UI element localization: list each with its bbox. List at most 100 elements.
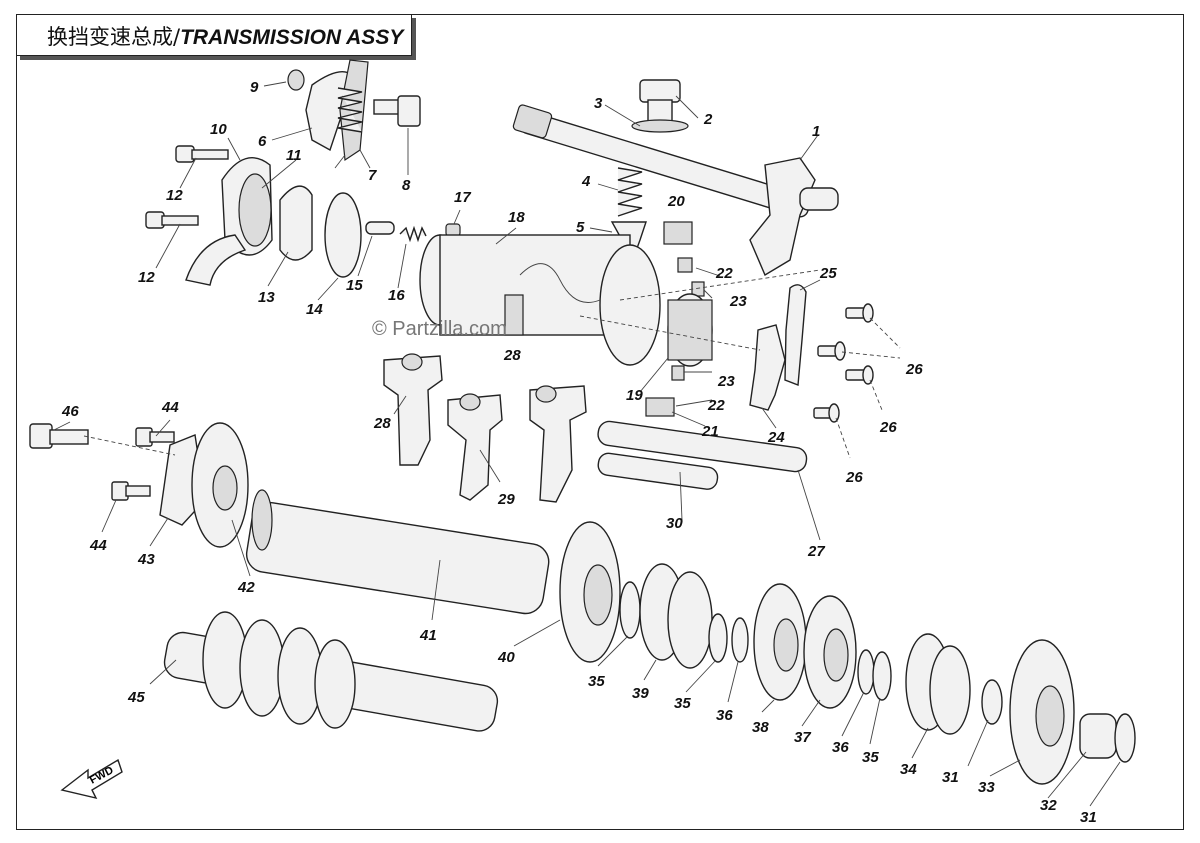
shift-arm-part[interactable] — [305, 59, 369, 169]
callout-15: 15 — [346, 277, 363, 294]
pivot-bolt-part[interactable] — [631, 79, 689, 133]
washer-9-part[interactable] — [287, 69, 305, 91]
callout-17: 17 — [454, 189, 471, 206]
callout-31b: 31 — [1080, 809, 1097, 826]
shift-fork-29-part[interactable] — [447, 393, 503, 501]
callout-28b: 28 — [503, 347, 521, 364]
callout-2: 2 — [703, 111, 713, 128]
callout-1: 1 — [812, 123, 820, 140]
sprocket-42-part[interactable] — [191, 422, 249, 548]
bolt-44a-part[interactable] — [135, 427, 175, 447]
callout-44a: 44 — [161, 399, 179, 416]
bushing-32-part[interactable] — [1079, 713, 1117, 759]
gear-40-part[interactable] — [559, 521, 621, 663]
callout-42: 42 — [237, 579, 255, 596]
title-chinese: 换挡变速总成/ — [47, 25, 181, 49]
callout-41: 41 — [419, 627, 437, 644]
circlip-35b-part[interactable] — [708, 613, 728, 663]
callout-45: 45 — [127, 689, 145, 706]
bolt-44b-part[interactable] — [111, 481, 151, 501]
gear-37-part[interactable] — [803, 595, 857, 709]
callout-26a: 26 — [905, 361, 923, 378]
bolt-12b-part[interactable] — [145, 211, 199, 229]
circlip-35c-part[interactable] — [872, 651, 892, 701]
screw-26a-part[interactable] — [845, 303, 874, 323]
washer-36a-part[interactable] — [731, 617, 749, 663]
callout-21: 21 — [701, 423, 719, 440]
spring-23b-part[interactable] — [671, 365, 685, 381]
callout-35b: 35 — [674, 695, 691, 712]
gear-39-part[interactable] — [639, 563, 713, 669]
callout-12b: 12 — [138, 269, 155, 286]
callout-36a: 36 — [716, 707, 733, 724]
callout-35c: 35 — [862, 749, 879, 766]
shift-fork-28a-part[interactable] — [383, 353, 443, 466]
callout-44b: 44 — [89, 537, 107, 554]
screw-26d-part[interactable] — [813, 403, 840, 423]
callout-23a: 23 — [729, 293, 747, 310]
callout-10: 10 — [210, 121, 227, 138]
gear-33-part[interactable] — [1009, 639, 1075, 785]
bolt-46-part[interactable] — [29, 423, 89, 449]
title-english: TRANSMISSION ASSY — [180, 26, 404, 49]
callout-27: 27 — [807, 543, 825, 560]
callout-38: 38 — [752, 719, 769, 736]
callout-26b: 26 — [879, 419, 897, 436]
fork-shaft-27-part[interactable] — [597, 420, 808, 473]
callout-46: 46 — [61, 403, 79, 420]
pin-15-part[interactable] — [365, 221, 395, 235]
washer-14-part[interactable] — [324, 192, 362, 278]
callout-40: 40 — [497, 649, 515, 666]
gear-38-part[interactable] — [753, 583, 807, 701]
callout-29: 29 — [497, 491, 515, 508]
callout-8: 8 — [402, 177, 411, 194]
countershaft-41-part[interactable] — [244, 489, 551, 616]
screw-26b-part[interactable] — [817, 341, 846, 361]
pin-22b-part[interactable] — [645, 397, 675, 417]
callout-25: 25 — [819, 265, 837, 282]
watermark: © Partzilla.com — [372, 318, 507, 340]
fwd-arrow-icon: FWD — [60, 758, 123, 800]
return-spring-part[interactable] — [337, 87, 363, 133]
page-title: 换挡变速总成/TRANSMISSION ASSY — [47, 21, 403, 51]
shift-shaft-part[interactable] — [512, 104, 839, 277]
callout-37: 37 — [794, 729, 811, 746]
callout-39: 39 — [632, 685, 649, 702]
callout-11: 11 — [286, 147, 302, 164]
washer-36b-part[interactable] — [857, 649, 875, 695]
pin-22a-part[interactable] — [677, 257, 693, 273]
callout-12a: 12 — [166, 187, 183, 204]
drawing-frame — [16, 14, 1184, 830]
fork-shaft-30-part[interactable] — [597, 452, 719, 490]
callout-43: 43 — [137, 551, 155, 568]
shift-drum-holder-part[interactable] — [185, 157, 273, 286]
screw-26c-part[interactable] — [845, 365, 874, 385]
callout-14: 14 — [306, 301, 323, 318]
washer-31a-part[interactable] — [981, 679, 1003, 725]
bolt-12a-part[interactable] — [175, 145, 229, 163]
leader-lines — [53, 81, 1121, 807]
shift-drum-part[interactable] — [419, 223, 661, 366]
shift-fork-28b-part[interactable] — [529, 385, 587, 503]
callout-35a: 35 — [588, 673, 605, 690]
pin-20-part[interactable] — [663, 221, 693, 245]
spring-16-part[interactable] — [399, 225, 427, 243]
flange-bolt-8-part[interactable] — [373, 95, 421, 127]
callout-9: 9 — [250, 79, 259, 96]
callout-13: 13 — [258, 289, 275, 306]
callout-16: 16 — [388, 287, 405, 304]
stopper-plate-24-part[interactable] — [749, 324, 786, 411]
gear-34-part[interactable] — [905, 633, 971, 735]
shift-cam-19-part[interactable] — [667, 293, 713, 367]
mainshaft-45-part[interactable] — [162, 611, 500, 733]
callout-7: 7 — [368, 167, 377, 184]
washer-31b-part[interactable] — [1114, 713, 1136, 763]
circlip-35a-part[interactable] — [619, 581, 641, 639]
callout-3: 3 — [594, 95, 603, 112]
stopper-lever-25-part[interactable] — [784, 284, 807, 386]
callout-31a: 31 — [942, 769, 959, 786]
callout-26c: 26 — [845, 469, 863, 486]
cam-plate-13-part[interactable] — [279, 185, 313, 261]
callout-22b: 22 — [707, 397, 725, 414]
